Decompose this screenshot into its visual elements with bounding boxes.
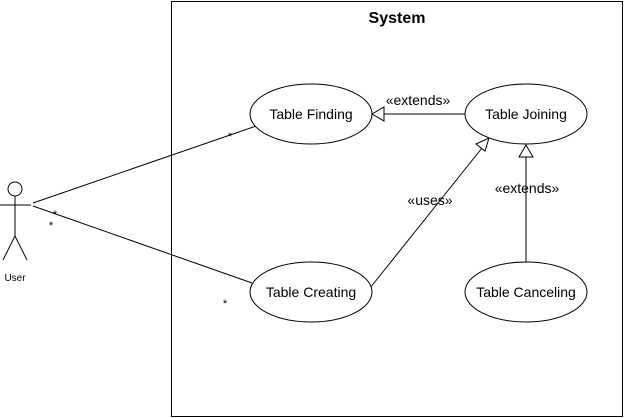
association-user-creating bbox=[32, 205, 253, 284]
use-case-creating-label: Table Creating bbox=[266, 284, 356, 300]
association-user-finding bbox=[32, 123, 263, 204]
actor-label: User bbox=[4, 273, 26, 284]
multiplicity-creating-end: * bbox=[223, 298, 228, 310]
use-case-creating-ellipse bbox=[249, 261, 373, 323]
multiplicity-actor-creating-end: * bbox=[49, 220, 54, 232]
label-uses: «uses» bbox=[407, 192, 452, 208]
multiplicity-finding-end: * bbox=[228, 131, 233, 143]
use-case-joining: Table Joining bbox=[464, 83, 588, 145]
use-case-finding-ellipse bbox=[249, 83, 373, 145]
use-case-canceling-label: Table Canceling bbox=[476, 284, 576, 300]
actor-left-leg bbox=[2, 235, 16, 261]
user-actor bbox=[0, 181, 31, 261]
use-case-joining-label: Table Joining bbox=[485, 106, 567, 122]
actor-right-leg bbox=[14, 235, 28, 261]
use-case-canceling: Table Canceling bbox=[464, 261, 588, 323]
use-case-creating: Table Creating bbox=[249, 261, 373, 323]
arrowhead-uses-joining bbox=[475, 137, 490, 152]
label-extends-right: «extends» bbox=[495, 180, 560, 196]
label-extends-top: «extends» bbox=[386, 92, 451, 108]
arrowhead-extends-joining bbox=[518, 144, 534, 158]
actor-head bbox=[7, 181, 23, 197]
system-title: System bbox=[369, 10, 426, 27]
multiplicity-actor-finding-end: * bbox=[53, 209, 58, 221]
relation-uses-creating-joining bbox=[369, 147, 483, 289]
use-case-finding: Table Finding bbox=[249, 83, 373, 145]
use-case-joining-ellipse bbox=[464, 83, 588, 145]
use-case-canceling-ellipse bbox=[464, 261, 588, 323]
use-case-finding-label: Table Finding bbox=[269, 106, 352, 122]
arrowhead-extends-finding bbox=[371, 106, 385, 122]
system-boundary bbox=[171, 1, 623, 417]
